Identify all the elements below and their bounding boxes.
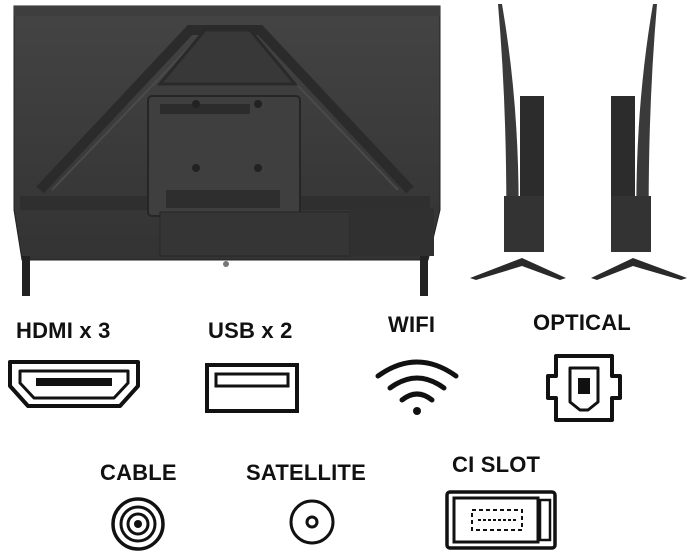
tv-side-view-right [585,0,693,290]
tv-back-view [0,0,450,300]
ci-slot-icon [444,488,558,552]
wifi-icon [374,354,460,418]
optical-label: OPTICAL [533,310,631,335]
ci-slot-label: CI SLOT [452,452,541,477]
hdmi-label: HDMI x 3 [16,318,111,343]
cable-label: CABLE [100,460,177,485]
satellite-port-icon [288,498,336,546]
usb-port-icon [204,362,300,414]
optical-port-icon [544,350,624,426]
wifi-label: WIFI [388,312,436,337]
tv-side-view-left [462,0,572,290]
coax-cable-icon [110,496,166,552]
satellite-label: SATELLITE [246,460,366,485]
usb-label: USB x 2 [208,318,293,343]
hdmi-port-icon [4,356,144,412]
